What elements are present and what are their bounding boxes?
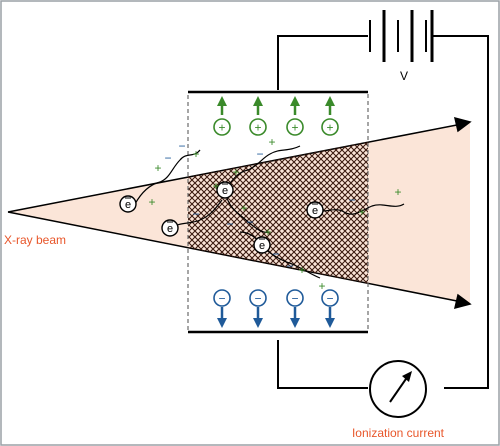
positive-ion-sign: + <box>291 121 298 135</box>
electron-symbol: e <box>222 185 228 197</box>
minus-charge-mark: − <box>348 193 355 207</box>
negative-ions: −−−− <box>213 289 339 328</box>
plus-charge-mark: + <box>264 225 271 239</box>
negative-ion-sign: − <box>218 292 225 306</box>
plus-charge-mark: + <box>298 263 305 277</box>
electron-symbol: e <box>167 223 173 235</box>
negative-ion-sign: − <box>326 292 333 306</box>
plus-charge-mark: + <box>154 161 161 175</box>
minus-charge-mark: − <box>272 247 279 261</box>
negative-ion-sign: − <box>291 292 298 306</box>
electron-icon: e <box>119 195 137 213</box>
ammeter-icon <box>369 360 427 418</box>
positive-ion-sign: + <box>218 121 225 135</box>
beam-label: X-ray beam <box>4 233 66 247</box>
minus-charge-mark: − <box>178 139 185 153</box>
negative-ion-icon: − <box>213 289 231 328</box>
ionized-region <box>188 141 368 284</box>
electron-icon: e <box>306 201 324 219</box>
electron-icon: e <box>161 219 179 237</box>
plus-charge-mark: + <box>358 205 365 219</box>
current-label: Ionization current <box>352 426 445 440</box>
electron-symbol: e <box>312 205 318 217</box>
electrons: e e e e e <box>119 181 324 254</box>
negative-ion-sign: − <box>254 292 261 306</box>
plus-charge-mark: + <box>232 165 239 179</box>
positive-ion-sign: + <box>326 121 333 135</box>
negative-ion-icon: − <box>286 289 304 328</box>
negative-ion-icon: − <box>249 289 267 328</box>
electron-tracks <box>134 145 405 279</box>
plus-charge-mark: + <box>394 185 401 199</box>
positive-ion-icon: + <box>286 96 304 136</box>
electron-icon: e <box>216 181 234 199</box>
positive-ion-icon: + <box>249 96 267 136</box>
ion-pair-marks: +−+−++−++−+−−++−−+++− <box>148 135 401 293</box>
positive-ion-icon: + <box>213 96 231 136</box>
negative-ion-icon: − <box>321 289 339 328</box>
electron-symbol: e <box>259 240 265 252</box>
plus-charge-mark: + <box>212 179 219 193</box>
voltage-label: V <box>400 69 408 83</box>
minus-charge-mark: − <box>256 147 263 161</box>
minus-charge-mark: − <box>192 207 199 221</box>
plus-charge-mark: + <box>192 147 199 161</box>
electron-icon: e <box>253 236 271 254</box>
plus-charge-mark: + <box>240 201 247 215</box>
positive-ions: + + + + <box>213 96 339 136</box>
plus-charge-mark: + <box>148 195 155 209</box>
plus-charge-mark: + <box>268 135 275 149</box>
plus-charge-mark: + <box>318 279 325 293</box>
minus-charge-mark: − <box>164 151 171 165</box>
minus-charge-mark: − <box>286 259 293 273</box>
battery-icon <box>369 10 434 62</box>
circuit-wires <box>277 35 489 389</box>
minus-charge-mark: − <box>226 217 233 231</box>
positive-ion-sign: + <box>254 121 261 135</box>
positive-ion-icon: + <box>321 96 339 136</box>
electron-symbol: e <box>125 199 131 211</box>
minus-charge-mark: − <box>246 215 253 229</box>
